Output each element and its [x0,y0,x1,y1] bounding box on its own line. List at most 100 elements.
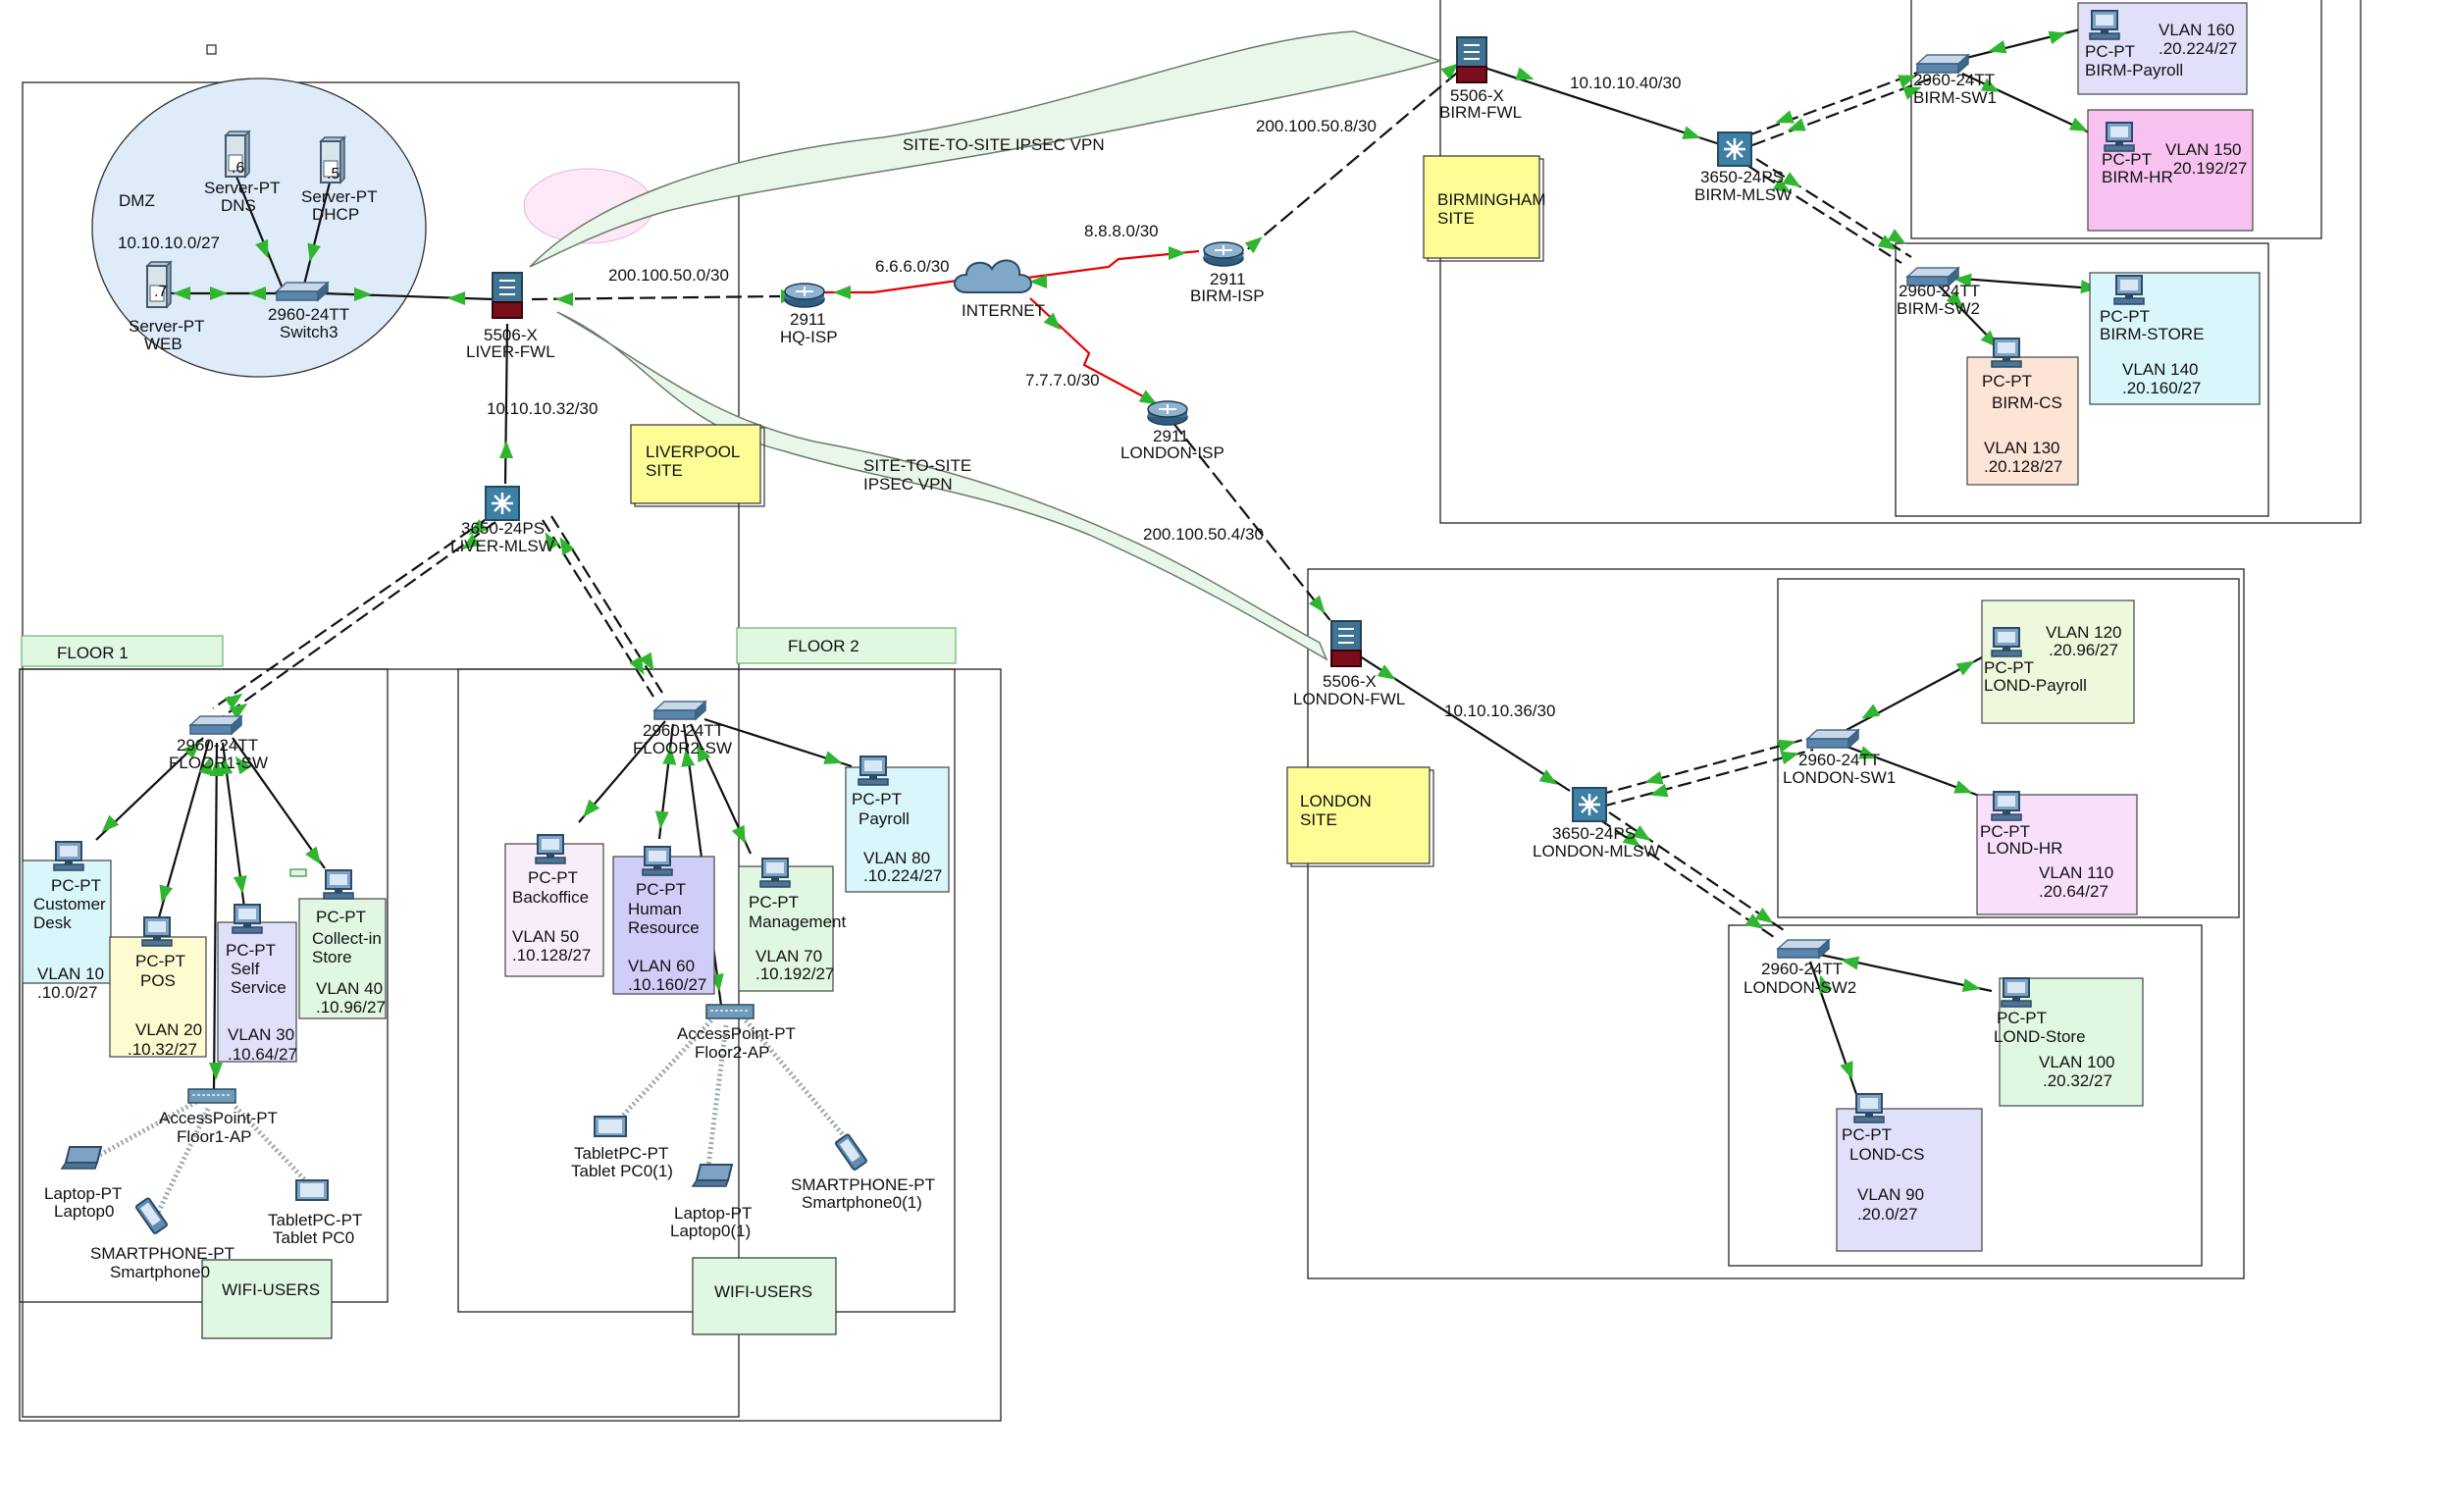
birm-payroll-pc-icon[interactable] [2089,10,2120,40]
birm-hr-pc-icon[interactable] [2104,122,2135,152]
lond-cs-pc-icon[interactable] [1853,1093,1885,1123]
collect-store-pc-icon[interactable] [323,869,354,900]
london-mlsw-icon[interactable] [1571,786,1608,823]
hq-isp-router-icon[interactable] [784,283,825,308]
liver-fwl-icon[interactable] [492,272,523,319]
liver-fwl-label-1: 5506-X [484,326,538,344]
pos-pc-icon[interactable] [141,916,173,947]
lond-cs-label-1: PC-PT [1842,1125,1892,1144]
floor2-phone-icon[interactable] [834,1132,868,1172]
birm-fwl-icon[interactable] [1456,36,1487,83]
vlan130-label: VLAN 130 [1984,439,2060,457]
link-liver-mlsw-label: 10.10.10.32/30 [487,399,598,418]
floor1-label: FLOOR 1 [57,644,129,662]
floor1-wifi-label: WIFI-USERS [222,1280,320,1299]
floor2-ap-label-1: AccessPoint-PT [677,1024,796,1043]
london-site-label-2: SITE [1300,810,1337,829]
pos-label-2: POS [140,971,176,990]
vlan110-label: VLAN 110 [2039,863,2113,882]
backoffice-pc-icon[interactable] [535,834,566,864]
liver-fwl-label-2: LIVER-FWL [466,342,555,361]
floor2-tablet-label-2: Tablet PC0(1) [571,1162,673,1180]
vlan50-subnet: .10.128/27 [512,946,591,965]
birm-cs-pc-icon[interactable] [1991,338,2022,368]
vlan10-subnet: .10.0/27 [37,983,97,1002]
birm-payroll-label-1: PC-PT [2085,42,2135,61]
vlan50-box [504,843,604,977]
dhcp-tag: .5 [327,166,339,182]
link-floor1-collect [232,737,326,869]
london-area [1307,568,2245,1279]
hr-label-3: Resource [628,918,700,937]
london-sw2-label-2: LONDON-SW2 [1743,978,1856,997]
self-service-pc-icon[interactable] [232,904,263,934]
vlan20-label: VLAN 20 [135,1020,202,1039]
vlan10-label: VLAN 10 [37,965,104,983]
floor2-switch-icon[interactable] [653,701,706,720]
link-londonisp-fwl-label: 200.100.50.4/30 [1143,525,1264,544]
lond-store-pc-icon[interactable] [2001,977,2032,1008]
lond-hr-pc-icon[interactable] [1991,791,2022,821]
liver-mlsw-icon[interactable] [484,485,521,522]
london-sw2-icon[interactable] [1777,939,1830,959]
link-birmsw2-store [1947,276,2108,291]
vlan40-label: VLAN 40 [316,979,383,998]
liver-mlsw-label-1: 3650-24PS [461,519,545,538]
birm-isp-router-icon[interactable] [1203,241,1244,267]
link-birmisp-birmfwl [1230,68,1463,264]
payroll-pc-icon[interactable] [858,756,889,786]
floor1-laptop-icon[interactable] [61,1146,102,1170]
london-fwl-icon[interactable] [1330,620,1362,667]
floor2-laptop-icon[interactable] [692,1164,733,1187]
birm-mlsw-icon[interactable] [1716,130,1753,168]
london-sw1-icon[interactable] [1806,729,1859,749]
floor2-phone-label-2: Smartphone0(1) [802,1193,922,1212]
web-tag: .7 [154,284,167,300]
web-label-2: WEB [144,335,182,353]
floor1-switch-icon[interactable] [189,715,242,735]
floor2-tablet-icon[interactable] [594,1116,627,1137]
london-isp-label-1: 2911 [1153,427,1189,445]
collect-label-2: Collect-in [312,929,382,948]
floor1-tablet-icon[interactable] [295,1179,329,1201]
birm-hr-label-2: BIRM-HR [2102,168,2173,186]
link-londonmlsw-sw1-a [1598,736,1811,797]
birm-store-label-2: BIRM-STORE [2100,325,2204,343]
london-isp-router-icon[interactable] [1147,400,1188,426]
floor1-ap-icon[interactable] [187,1088,236,1104]
customer-desk-pc-icon[interactable] [53,841,84,871]
floor2-label: FLOOR 2 [788,637,859,655]
vlan160-label: VLAN 160 [2159,21,2235,39]
link-internet-londonisp [1029,297,1159,405]
management-pc-icon[interactable] [759,858,791,888]
link-mlsw-floor1-a [212,517,489,709]
birm-cs-label-1: PC-PT [1982,372,2032,391]
lond-payroll-pc-icon[interactable] [1991,627,2022,657]
dhcp-label-1: Server-PT [301,187,377,206]
birmingham-site-label-2: SITE [1437,209,1475,228]
floor1-tablet-label-1: TabletPC-PT [268,1211,362,1229]
floor1-laptop-label-2: Laptop0 [54,1202,114,1221]
london-site-box [1286,766,1431,864]
london-mlsw-label-2: LONDON-MLSW [1533,842,1659,860]
link-floor1-ap [212,742,219,1092]
floor2-ap-icon[interactable] [705,1004,755,1019]
vpn-tunnel-birmingham [529,30,1443,268]
lond-store-label-1: PC-PT [1997,1009,2047,1027]
vlan140-subnet: .20.160/27 [2122,379,2201,397]
dmz-switch-icon[interactable] [276,282,329,301]
birm-store-label-1: PC-PT [2100,307,2150,326]
hr-pc-icon[interactable] [642,846,673,876]
lond-payroll-label-1: PC-PT [1984,658,2034,677]
internet-cloud-icon[interactable] [954,259,1032,293]
link-mlsw-floor2-a [542,519,654,698]
wlink-floor1-tablet [234,1105,306,1181]
birm-store-pc-icon[interactable] [2113,275,2145,305]
liverpool-site-box [630,424,761,504]
link-internet-birm-label: 8.8.8.0/30 [1084,222,1159,240]
lond-cs-label-2: LOND-CS [1849,1145,1925,1164]
collect-label-3: Store [312,948,352,966]
liverpool-area [22,81,740,1418]
dmz-switch-label-1: 2960-24TT [268,305,349,324]
floor2-switch-label-2: FLOOR2-SW [633,739,732,757]
